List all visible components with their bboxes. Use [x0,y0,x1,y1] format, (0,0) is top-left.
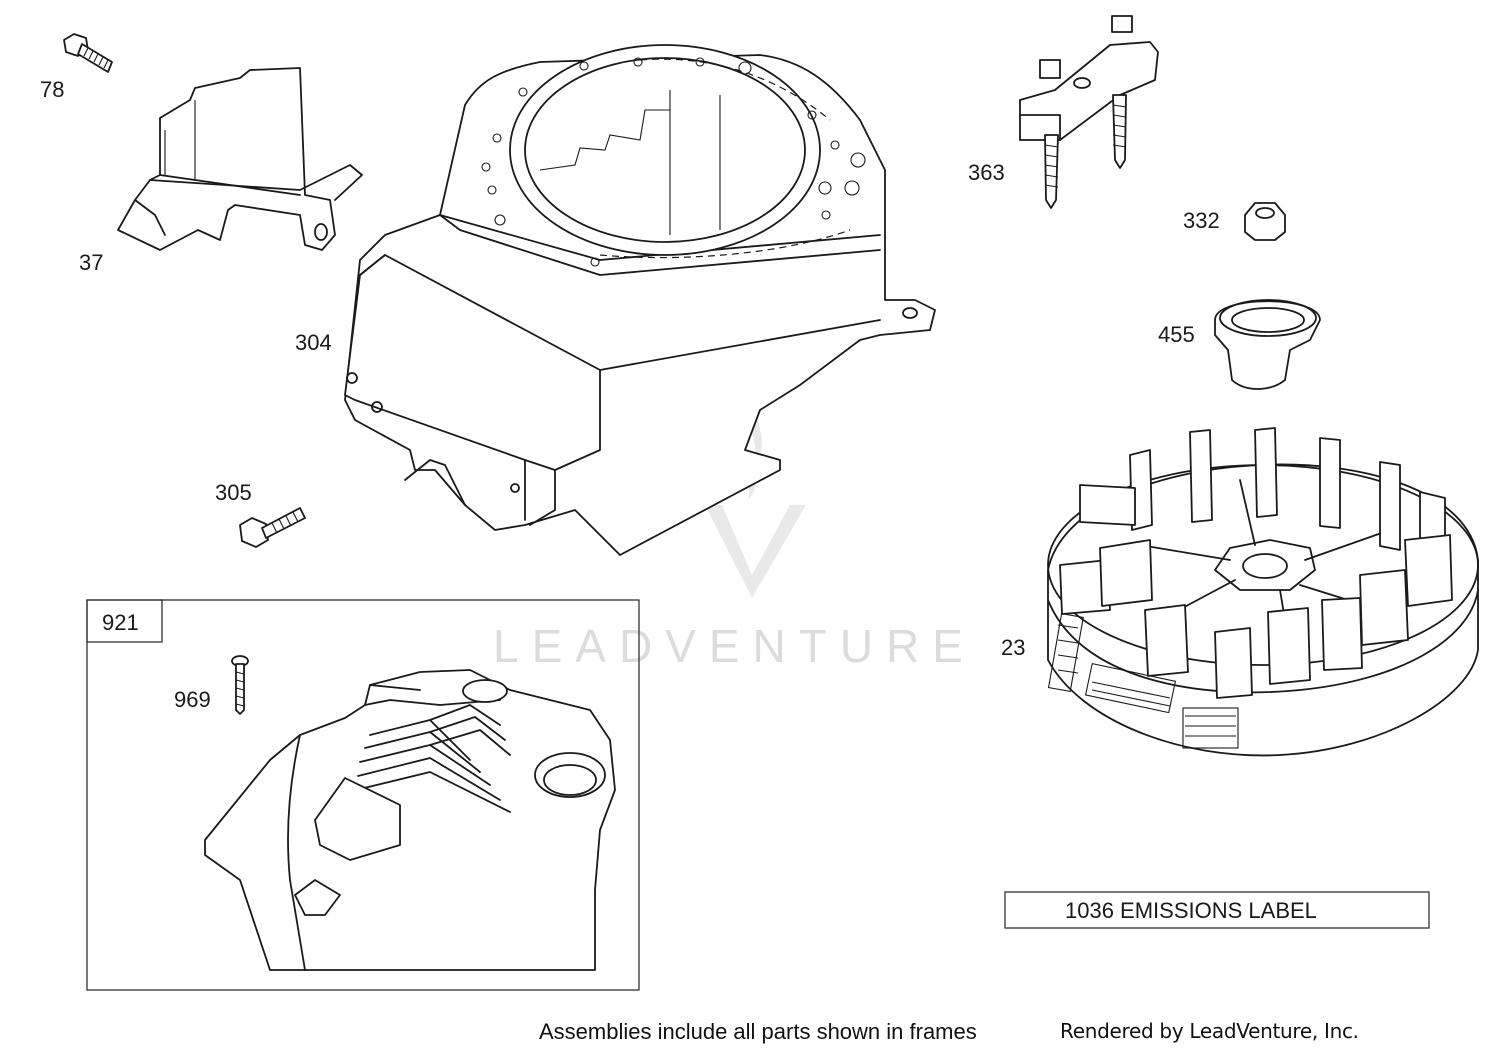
screw-969-drawing [231,655,249,715]
callout-969[interactable]: 969 [174,687,211,712]
starter-cup-455-drawing [1214,299,1321,390]
footer-note: Assemblies include all parts shown in fr… [539,1019,977,1044]
housing-bolt-holes [481,57,866,267]
nut-332-drawing [1244,202,1286,241]
callout-305[interactable]: 305 [215,480,252,505]
assembly-frame-921 [86,599,640,991]
blower-cover-drawing [204,669,616,971]
callout-304[interactable]: 304 [295,330,332,355]
callout-78[interactable]: 78 [40,77,64,102]
watermark-text: LEADVENTURE [493,620,976,672]
callout-455[interactable]: 455 [1158,322,1195,347]
air-guide-37-drawing [117,67,363,251]
callout-37[interactable]: 37 [79,250,103,275]
bracket-363-drawing [1019,15,1159,209]
callout-332[interactable]: 332 [1183,208,1220,233]
footer-credit: Rendered by LeadVenture, Inc. [1060,1019,1359,1043]
bolt-78-drawing [63,33,113,73]
screw-305-drawing [239,507,306,548]
callout-363[interactable]: 363 [968,160,1005,185]
assembly-frame-label[interactable]: 921 [102,610,139,635]
callout-23[interactable]: 23 [1001,635,1025,660]
emissions-label-box [1004,891,1430,929]
blower-housing-304-drawing [344,44,936,556]
flywheel-fins [1059,427,1453,699]
flywheel-magnets [1047,613,1239,749]
emissions-label-text[interactable]: 1036 EMISSIONS LABEL [1065,898,1317,923]
flywheel-23-drawing [1047,427,1479,757]
